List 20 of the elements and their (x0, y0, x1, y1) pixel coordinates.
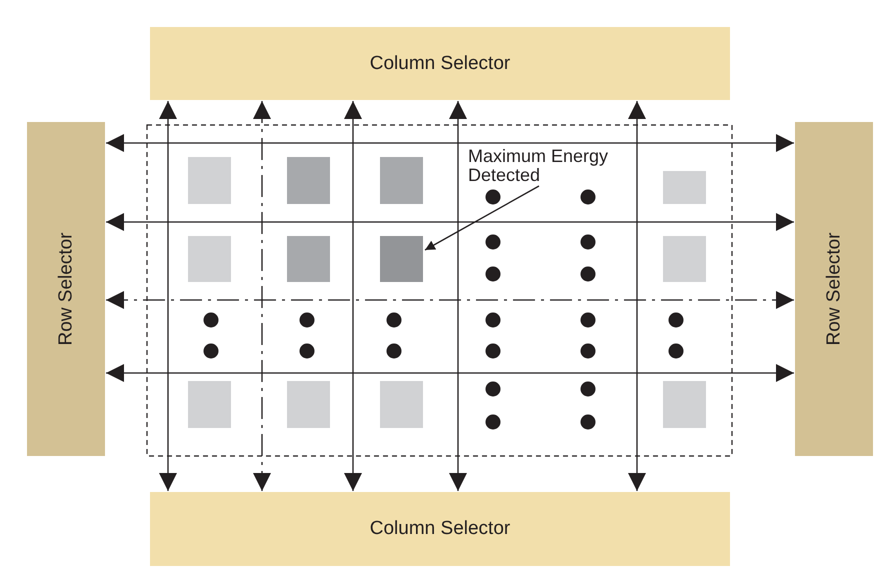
pixel-square (380, 236, 423, 282)
column-selector-bar (150, 492, 730, 566)
row-selector-bar (27, 122, 105, 456)
arrow (344, 101, 362, 491)
selector-label: Column Selector (370, 52, 510, 74)
arrow (253, 101, 271, 491)
selector-label: Column Selector (370, 518, 510, 540)
leader-line (424, 185, 540, 251)
arrow (449, 101, 467, 491)
arrow (106, 291, 794, 309)
selector-label: Row Selector (823, 232, 845, 346)
arrow (106, 364, 794, 382)
column-selector-bar (150, 27, 730, 100)
arrow (106, 134, 794, 152)
row-selector-bar (795, 122, 873, 456)
arrow (628, 101, 646, 491)
selector-label: Row Selector (55, 232, 77, 346)
arrow (106, 213, 794, 231)
callout-label: Maximum Energy Detected (468, 147, 610, 185)
arrow (159, 101, 177, 491)
